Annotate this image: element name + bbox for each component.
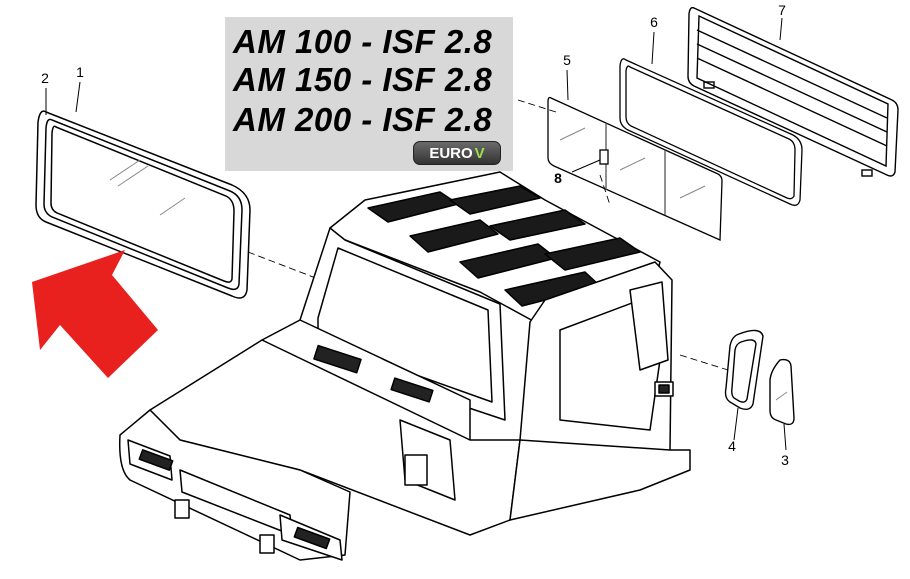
euro-badge-prefix: EURO: [429, 144, 473, 162]
windshield-glass-part: [35, 110, 251, 299]
rear-window-seal-part: [619, 58, 803, 206]
model-line-3: AM 200 - ISF 2.8: [233, 101, 493, 138]
callout-4: 4: [728, 438, 736, 454]
euro-emission-badge: EURO V: [413, 141, 501, 165]
quarter-glass-seal-part: [724, 329, 764, 411]
rear-glass-panes-part: [547, 96, 723, 241]
callout-8: 8: [554, 170, 562, 186]
callout-leaders: [45, 17, 787, 451]
quarter-glass-part: [769, 358, 795, 426]
callout-1: 1: [76, 64, 84, 80]
cab-body: [118, 171, 691, 561]
model-line-2: AM 150 - ISF 2.8: [233, 61, 493, 98]
rear-grille-part: [687, 6, 899, 177]
callout-5: 5: [563, 52, 571, 68]
model-designation-box: AM 100 - ISF 2.8 AM 150 - ISF 2.8 AM 200…: [225, 17, 513, 171]
model-line-1: AM 100 - ISF 2.8: [233, 23, 493, 60]
red-pointer-arrow-icon: [32, 250, 158, 378]
callout-6: 6: [650, 14, 658, 30]
callout-3: 3: [781, 452, 789, 468]
callout-2: 2: [41, 70, 49, 86]
euro-badge-suffix: V: [474, 144, 485, 162]
callout-7: 7: [778, 2, 786, 18]
